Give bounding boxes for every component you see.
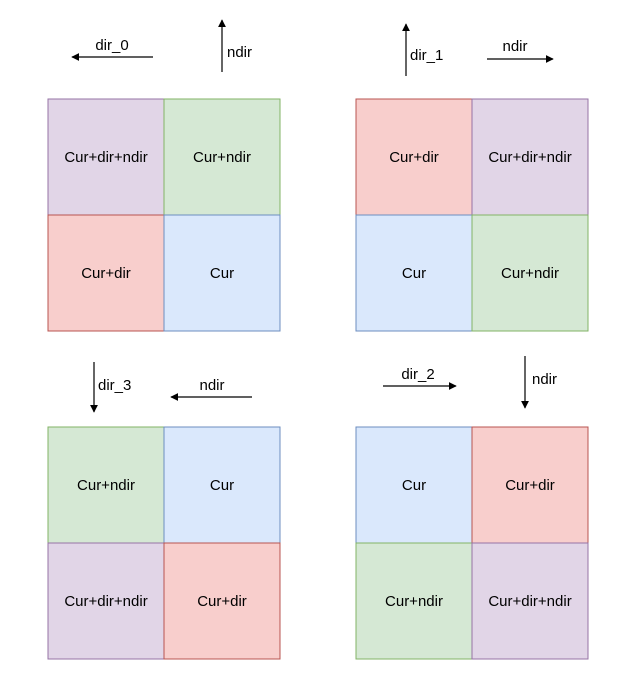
- cell-label: Cur+ndir: [501, 265, 559, 282]
- cell-label: Cur: [210, 265, 234, 282]
- arrow-label: dir_1: [410, 47, 443, 64]
- cell-label: Cur+dir+ndir: [64, 593, 147, 610]
- cell-cur-dir: [47, 214, 165, 332]
- arrow-label: dir_0: [95, 37, 128, 54]
- cell-label: Cur+dir+ndir: [64, 149, 147, 166]
- cell-cur-dir-ndir: [47, 98, 165, 216]
- cell-label: Cur+dir: [197, 593, 247, 610]
- cell-label: Cur+ndir: [385, 593, 443, 610]
- arrow-dir-0: dir_0: [71, 37, 153, 61]
- arrow-dir-3: dir_3: [90, 362, 131, 413]
- cell-grid: Cur+ndir Cur Cur+dir+ndir Cur+dir: [47, 426, 281, 660]
- arrow-label: ndir: [502, 38, 527, 55]
- cell-cur-ndir: [163, 98, 281, 216]
- arrow-dir-2: dir_2: [383, 366, 457, 390]
- arrow-ndir: ndir: [170, 377, 252, 401]
- arrow-ndir: ndir: [521, 356, 557, 409]
- cell-label: Cur+ndir: [77, 477, 135, 494]
- cell-cur: [163, 426, 281, 544]
- quadrant-dir-2: dir_2 ndir Cur Cur+dir Cur+ndir Cur+dir+…: [355, 356, 589, 660]
- cell-grid: Cur+dir Cur+dir+ndir Cur Cur+ndir: [355, 98, 589, 332]
- cell-label: Cur+dir: [81, 265, 131, 282]
- cell-cur-ndir: [471, 214, 589, 332]
- arrow-ndir: ndir: [218, 19, 252, 72]
- quadrant-dir-3: dir_3 ndir Cur+ndir Cur Cur+dir+ndir Cur…: [47, 362, 281, 660]
- cell-label: Cur+dir: [389, 149, 439, 166]
- cell-grid: Cur Cur+dir Cur+ndir Cur+dir+ndir: [355, 426, 589, 660]
- arrow-label: ndir: [532, 371, 557, 388]
- cell-label: Cur: [402, 477, 426, 494]
- quadrant-dir-0: dir_0 ndir Cur+dir+ndir Cur+ndir Cur+dir…: [47, 19, 281, 332]
- cell-cur: [355, 214, 473, 332]
- cell-cur-dir: [355, 98, 473, 216]
- arrow-label: dir_2: [401, 366, 434, 383]
- cell-label: Cur: [210, 477, 234, 494]
- cell-grid: Cur+dir+ndir Cur+ndir Cur+dir Cur: [47, 98, 281, 332]
- arrow-dir-1: dir_1: [402, 23, 443, 76]
- cell-label: Cur+dir: [505, 477, 555, 494]
- arrow-label: dir_3: [98, 377, 131, 394]
- cell-cur-dir-ndir: [471, 98, 589, 216]
- cell-cur-dir: [471, 426, 589, 544]
- arrow-ndir: ndir: [487, 38, 554, 63]
- cell-cur: [355, 426, 473, 544]
- arrow-label: ndir: [199, 377, 224, 394]
- cell-label: Cur+ndir: [193, 149, 251, 166]
- cell-label: Cur: [402, 265, 426, 282]
- cell-cur: [163, 214, 281, 332]
- cell-cur-dir: [163, 542, 281, 660]
- quadrant-dir-1: dir_1 ndir Cur+dir Cur+dir+ndir Cur Cur+…: [355, 23, 589, 332]
- cell-cur-dir-ndir: [47, 542, 165, 660]
- cell-cur-dir-ndir: [471, 542, 589, 660]
- cell-label: Cur+dir+ndir: [488, 149, 571, 166]
- cell-label: Cur+dir+ndir: [488, 593, 571, 610]
- arrow-label: ndir: [227, 44, 252, 61]
- cell-cur-ndir: [355, 542, 473, 660]
